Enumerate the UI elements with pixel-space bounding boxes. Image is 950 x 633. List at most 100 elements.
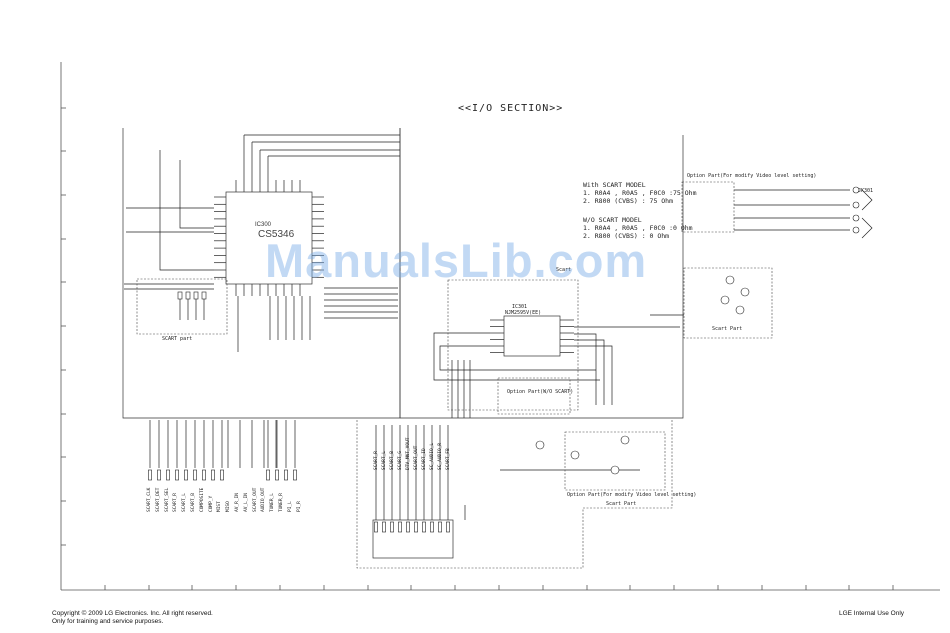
ic300-wire [159, 150, 214, 271]
transistor [725, 275, 735, 285]
transistor [570, 450, 580, 460]
bottom-label-mid-5: SCART_OUT [414, 445, 419, 470]
jack-terminal [852, 214, 860, 222]
resistor [201, 291, 207, 300]
option-wo-scart-box [497, 377, 571, 415]
connector-pin [438, 521, 442, 533]
option-part-bottom-box [564, 431, 666, 491]
section-title: <<I/O SECTION>> [458, 103, 564, 114]
scart-model-note: With SCART MODEL 1. R0A4 , R0A5 , F0C0 :… [583, 181, 697, 205]
bottom-label-left-2: SCART_SEL [164, 487, 170, 512]
bottom-label-left-9: MISO [226, 501, 232, 512]
connector-pin [193, 469, 197, 481]
ic301-wire [574, 339, 605, 405]
bottom-label-left-10: AV_R_IN [235, 493, 240, 512]
connector-pin [430, 521, 434, 533]
ic300-ref: IC300 [255, 222, 272, 228]
option-part-top-box [681, 181, 735, 233]
connector-pin [157, 469, 161, 481]
ic301-name: NJM2595V(EE) [505, 310, 542, 316]
ic301-wire [574, 333, 597, 405]
ic301-ref: IC301 [512, 304, 528, 310]
copyright-text: Copyright © 2009 LG Electronics. Inc. Al… [52, 610, 213, 617]
connector-pin [374, 521, 378, 533]
transistor [740, 287, 750, 297]
bottom-label-mid-2: SCART_B [390, 451, 395, 470]
scart-label: Scart [556, 267, 572, 273]
jack-terminal [852, 186, 860, 194]
bottom-label-left-17: PI_R [296, 501, 302, 512]
bottom-label-left-13: AUDIO_OUT [261, 487, 267, 512]
connector-pin [398, 521, 402, 533]
resistor [185, 291, 191, 300]
right-board-outline [400, 135, 684, 419]
ic301-wire [439, 345, 596, 371]
bottom-label-left-5: SCART_B [191, 493, 196, 512]
connector-pin [220, 469, 224, 481]
option-part-bottom-label: Option Part(For modify Video level setti… [567, 492, 697, 498]
transistor [720, 295, 730, 305]
transistor [620, 435, 630, 445]
bottom-label-left-14: TUNER_L [270, 493, 276, 512]
option-part-top-label: Option Part(For modify Video level setti… [687, 173, 817, 179]
ic300-body [225, 191, 313, 285]
option-part-wo-scart-label: Option Part(W/O SCART) [507, 389, 574, 395]
jk301-label: JK301 [858, 188, 874, 194]
connector-pin [414, 521, 418, 533]
jack-wire [861, 217, 873, 239]
scart-part-right-label: Scart Part [712, 326, 743, 332]
bottom-label-mid-6: SCART_ID [422, 448, 427, 470]
bottom-label-mid-4: DTV_MNT_VOUT [406, 437, 411, 470]
bottom-label-mid-9: SCART_FB [446, 448, 451, 470]
connector-pin [284, 469, 288, 481]
bottom-label-left-12: SCART_OUT [252, 487, 258, 512]
resistor [193, 291, 199, 300]
connector-pin [406, 521, 410, 533]
connector-pin [390, 521, 394, 533]
transistor [535, 440, 545, 450]
bottom-label-left-16: PI_L [287, 501, 293, 512]
bottom-label-left-11: AV_L_IN [243, 493, 249, 512]
scart-dashed-box [447, 279, 579, 411]
bottom-label-left-3: SCART_R [173, 493, 179, 512]
connector-pin [148, 469, 152, 481]
ic301-body [503, 315, 561, 357]
bottom-label-mid-7: SC_AUDIO_L [430, 442, 435, 470]
connector-pin [446, 521, 450, 533]
bottom-label-left-1: SCART_DET [155, 487, 161, 512]
ic301-wire [574, 345, 613, 405]
connector-pin [166, 469, 170, 481]
bottom-label-left-4: SCART_L [182, 493, 188, 512]
connector-pin [293, 469, 297, 481]
bottom-label-left-0: SCART_CLK [147, 487, 152, 512]
scart-part-left-label: SCART part [162, 336, 193, 342]
training-text: Only for training and service purposes. [52, 618, 164, 625]
jack-wire [861, 189, 873, 211]
bottom-label-left-8: MIST [217, 501, 223, 512]
connector-pin [202, 469, 206, 481]
internal-use-text: LGE Internal Use Only [839, 610, 905, 617]
ic300-wire [179, 160, 214, 229]
jack-terminal [852, 201, 860, 209]
connector-pin [175, 469, 179, 481]
transistor [610, 465, 620, 475]
scart-part-left-box [136, 278, 228, 335]
bottom-dashed-region [356, 420, 673, 569]
ic300-name: CS5346 [258, 229, 295, 240]
bottom-label-left-15: TUNER_R [279, 493, 284, 512]
bottom-label-mid-0: SCART_R [374, 451, 379, 470]
ic301-wire [433, 332, 600, 381]
bottom-label-mid-1: SCART_L [382, 451, 387, 470]
jack-terminal [852, 226, 860, 234]
manualslib-watermark: ManualsLib.com [265, 234, 648, 287]
transistor [735, 305, 745, 315]
scart-part-right-box [683, 267, 773, 339]
connector-pin [275, 469, 279, 481]
bottom-connector [372, 519, 454, 559]
bottom-label-mid-3: SCART_G [398, 451, 403, 470]
wo-scart-model-note: W/O SCART MODEL 1. R0A4 , R0A5 , F0C0 :0… [583, 216, 693, 240]
scart-part-bottom-label: Scart Part [606, 501, 637, 507]
connector-pin [266, 469, 270, 481]
